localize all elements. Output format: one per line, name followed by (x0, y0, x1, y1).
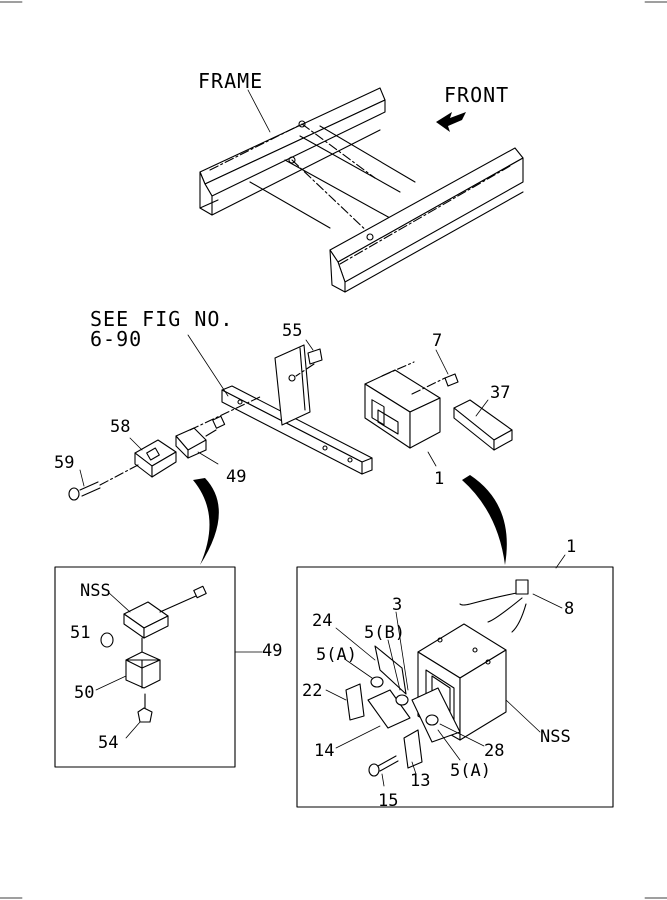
detail-49-parts (95, 585, 263, 739)
detail-box-49 (54, 566, 236, 768)
detail-1-parts (325, 554, 566, 787)
frame-assembly (199, 87, 524, 293)
label-55: 55 (282, 321, 302, 341)
label-37: 37 (490, 383, 510, 403)
label-front: FRONT (444, 83, 509, 107)
label-14: 14 (314, 741, 334, 761)
labels: FRAME FRONT SEE FIG NO. 6-90 55 7 37 58 … (54, 69, 576, 811)
label-58: 58 (110, 417, 130, 437)
label-5a-bottom: 5(A) (450, 761, 491, 781)
label-51: 51 (70, 623, 90, 643)
label-box-1: 1 (566, 537, 576, 557)
callout-arrow-right (462, 475, 507, 565)
label-50: 50 (74, 683, 94, 703)
label-see-fig: SEE FIG NO. (90, 307, 233, 331)
label-24: 24 (312, 611, 332, 631)
bracket-assembly (187, 334, 373, 475)
label-nss-left: NSS (80, 581, 111, 601)
label-7: 7 (432, 331, 442, 351)
label-nss-right: NSS (540, 727, 571, 747)
label-box-49: 49 (262, 641, 282, 661)
label-8: 8 (564, 599, 574, 619)
label-5a-top: 5(A) (316, 645, 357, 665)
label-49: 49 (226, 467, 246, 487)
label-fig-no: 6-90 (90, 327, 142, 351)
label-54: 54 (98, 733, 118, 753)
label-22: 22 (302, 681, 322, 701)
label-13: 13 (410, 771, 430, 791)
detail-box-1 (296, 566, 614, 808)
callout-arrow-left (193, 478, 219, 565)
label-28: 28 (484, 741, 504, 761)
label-1: 1 (434, 469, 444, 489)
front-arrow-icon (436, 112, 466, 132)
label-15: 15 (378, 791, 398, 811)
sensor-group (68, 395, 263, 501)
label-59: 59 (54, 453, 74, 473)
label-3: 3 (392, 595, 402, 615)
label-frame: FRAME (198, 69, 263, 93)
label-5b: 5(B) (364, 623, 405, 643)
control-unit-group (364, 349, 513, 467)
